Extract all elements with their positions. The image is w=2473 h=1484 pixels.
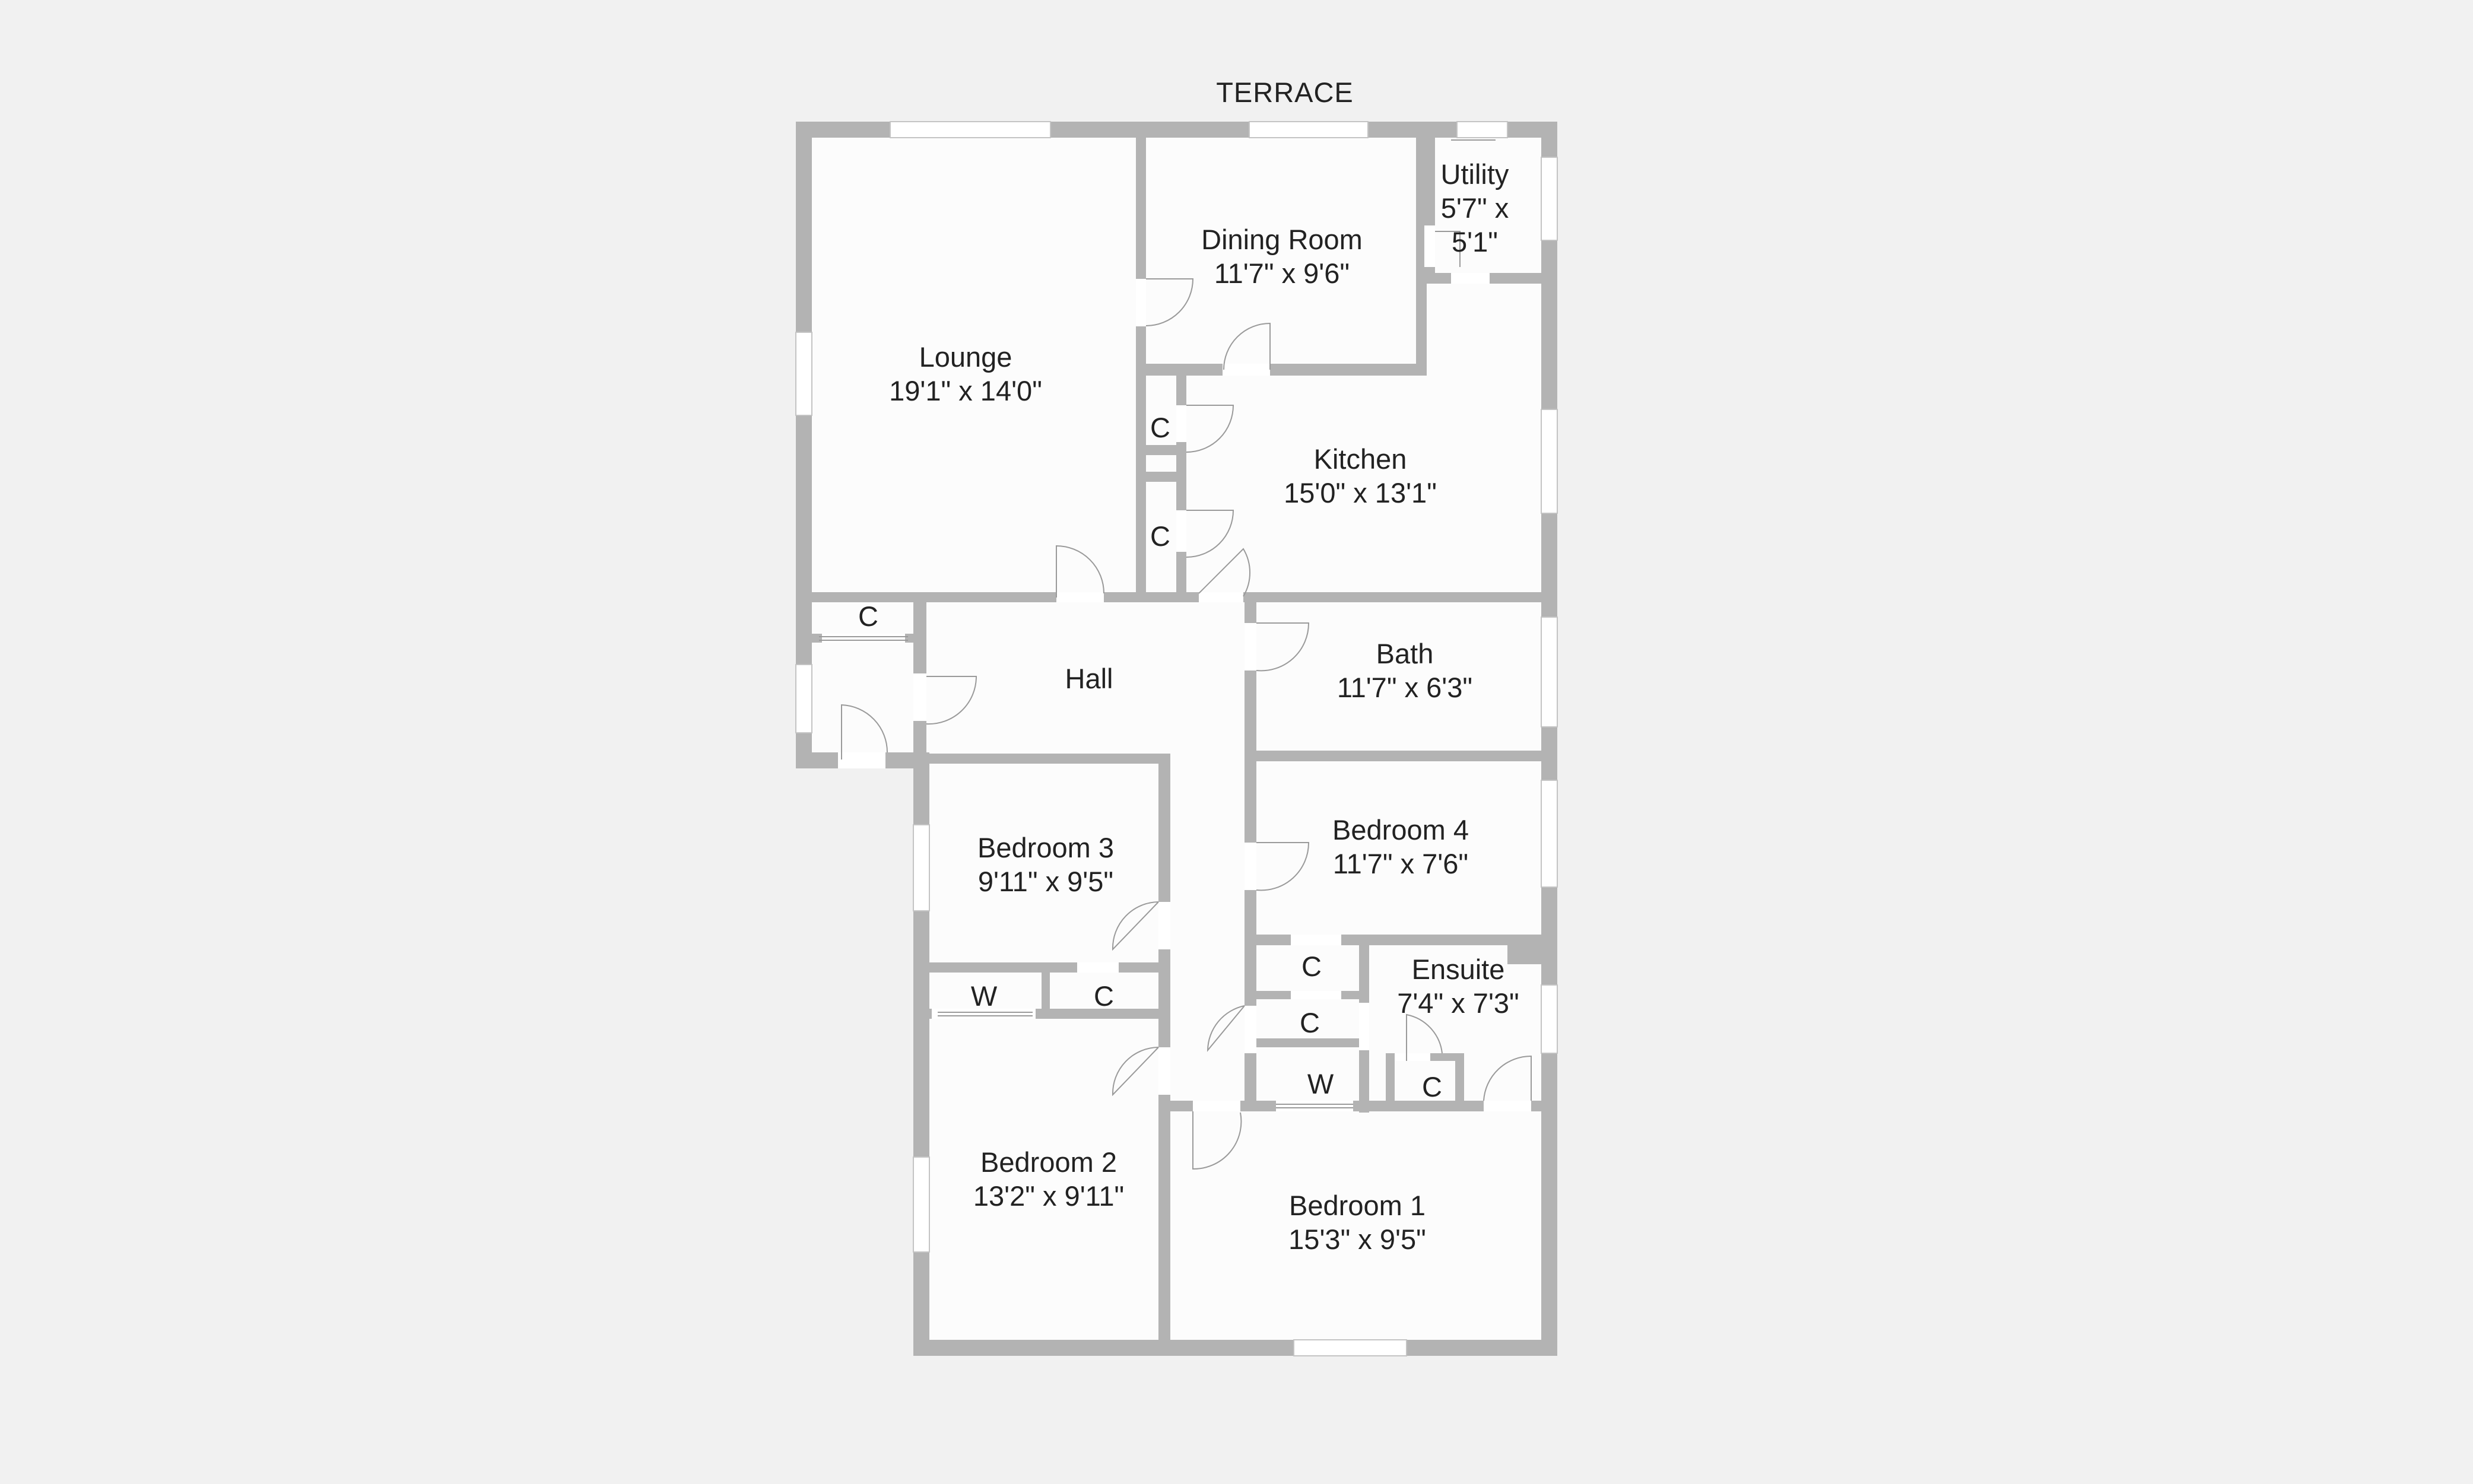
room-size: 9'11" x 9'5" [978,866,1113,897]
cupboard-label: C [858,600,878,632]
room-name: Bath [1376,638,1434,669]
openings [795,121,1558,1356]
room-size: 15'3" x 9'5" [1288,1224,1426,1255]
room-size: 15'0" x 13'1" [1284,477,1437,509]
sliding-door-marks [819,636,1353,1108]
room-size: 11'7" x 6'3" [1337,672,1472,703]
cupboard-label: C [1300,1007,1320,1038]
room-lounge: Lounge 19'1" x 14'0" [889,341,1042,406]
room-kitchen: Kitchen 15'0" x 13'1" [1284,443,1437,509]
terrace-label: TERRACE [1216,77,1354,108]
cupboard-label: C [1094,980,1114,1012]
room-name: Kitchen [1314,443,1407,475]
room-bedroom-2: Bedroom 2 13'2" x 9'11" [973,1146,1124,1212]
cupboard-label: C [1301,951,1322,982]
cupboard-label: C [1150,520,1170,552]
room-name: Bedroom 3 [977,832,1114,863]
door-swings [841,139,1532,1170]
room-size: 13'2" x 9'11" [973,1180,1124,1212]
room-size: 11'7" x 7'6" [1333,848,1468,879]
room-name: Lounge [919,341,1012,373]
room-name: Bedroom 1 [1289,1190,1426,1221]
wardrobe-label: W [971,980,998,1012]
room-name: Ensuite [1412,954,1505,985]
room-name: Utility [1441,158,1509,190]
room-size: 5'1" [1452,226,1498,258]
room-bedroom-1: Bedroom 1 15'3" x 9'5" [1288,1190,1426,1255]
room-name: Hall [1065,663,1113,694]
cupboard-label: C [1150,412,1170,443]
room-name: Bedroom 2 [980,1146,1117,1178]
room-size: 19'1" x 14'0" [889,375,1042,406]
room-bedroom-3: Bedroom 3 9'11" x 9'5" [977,832,1114,897]
room-dining: Dining Room 11'7" x 9'6" [1201,224,1363,289]
room-hall: Hall [1065,663,1113,694]
room-utility: Utility 5'7" x 5'1" [1441,158,1509,258]
room-size: 11'7" x 9'6" [1214,258,1350,289]
room-name: Bedroom 4 [1332,814,1469,846]
room-bedroom-4: Bedroom 4 11'7" x 7'6" [1332,814,1469,879]
room-bath: Bath 11'7" x 6'3" [1337,638,1472,703]
room-name: Dining Room [1201,224,1363,255]
floor-area [796,122,1557,1356]
room-size: 7'4" x 7'3" [1397,987,1519,1019]
room-size: 5'7" x [1441,192,1509,224]
wardrobe-label: W [1307,1068,1334,1100]
cupboard-label: C [1422,1071,1442,1102]
room-ensuite: Ensuite 7'4" x 7'3" [1397,954,1519,1019]
storage-labels: C C C C C C C W W [858,412,1442,1102]
